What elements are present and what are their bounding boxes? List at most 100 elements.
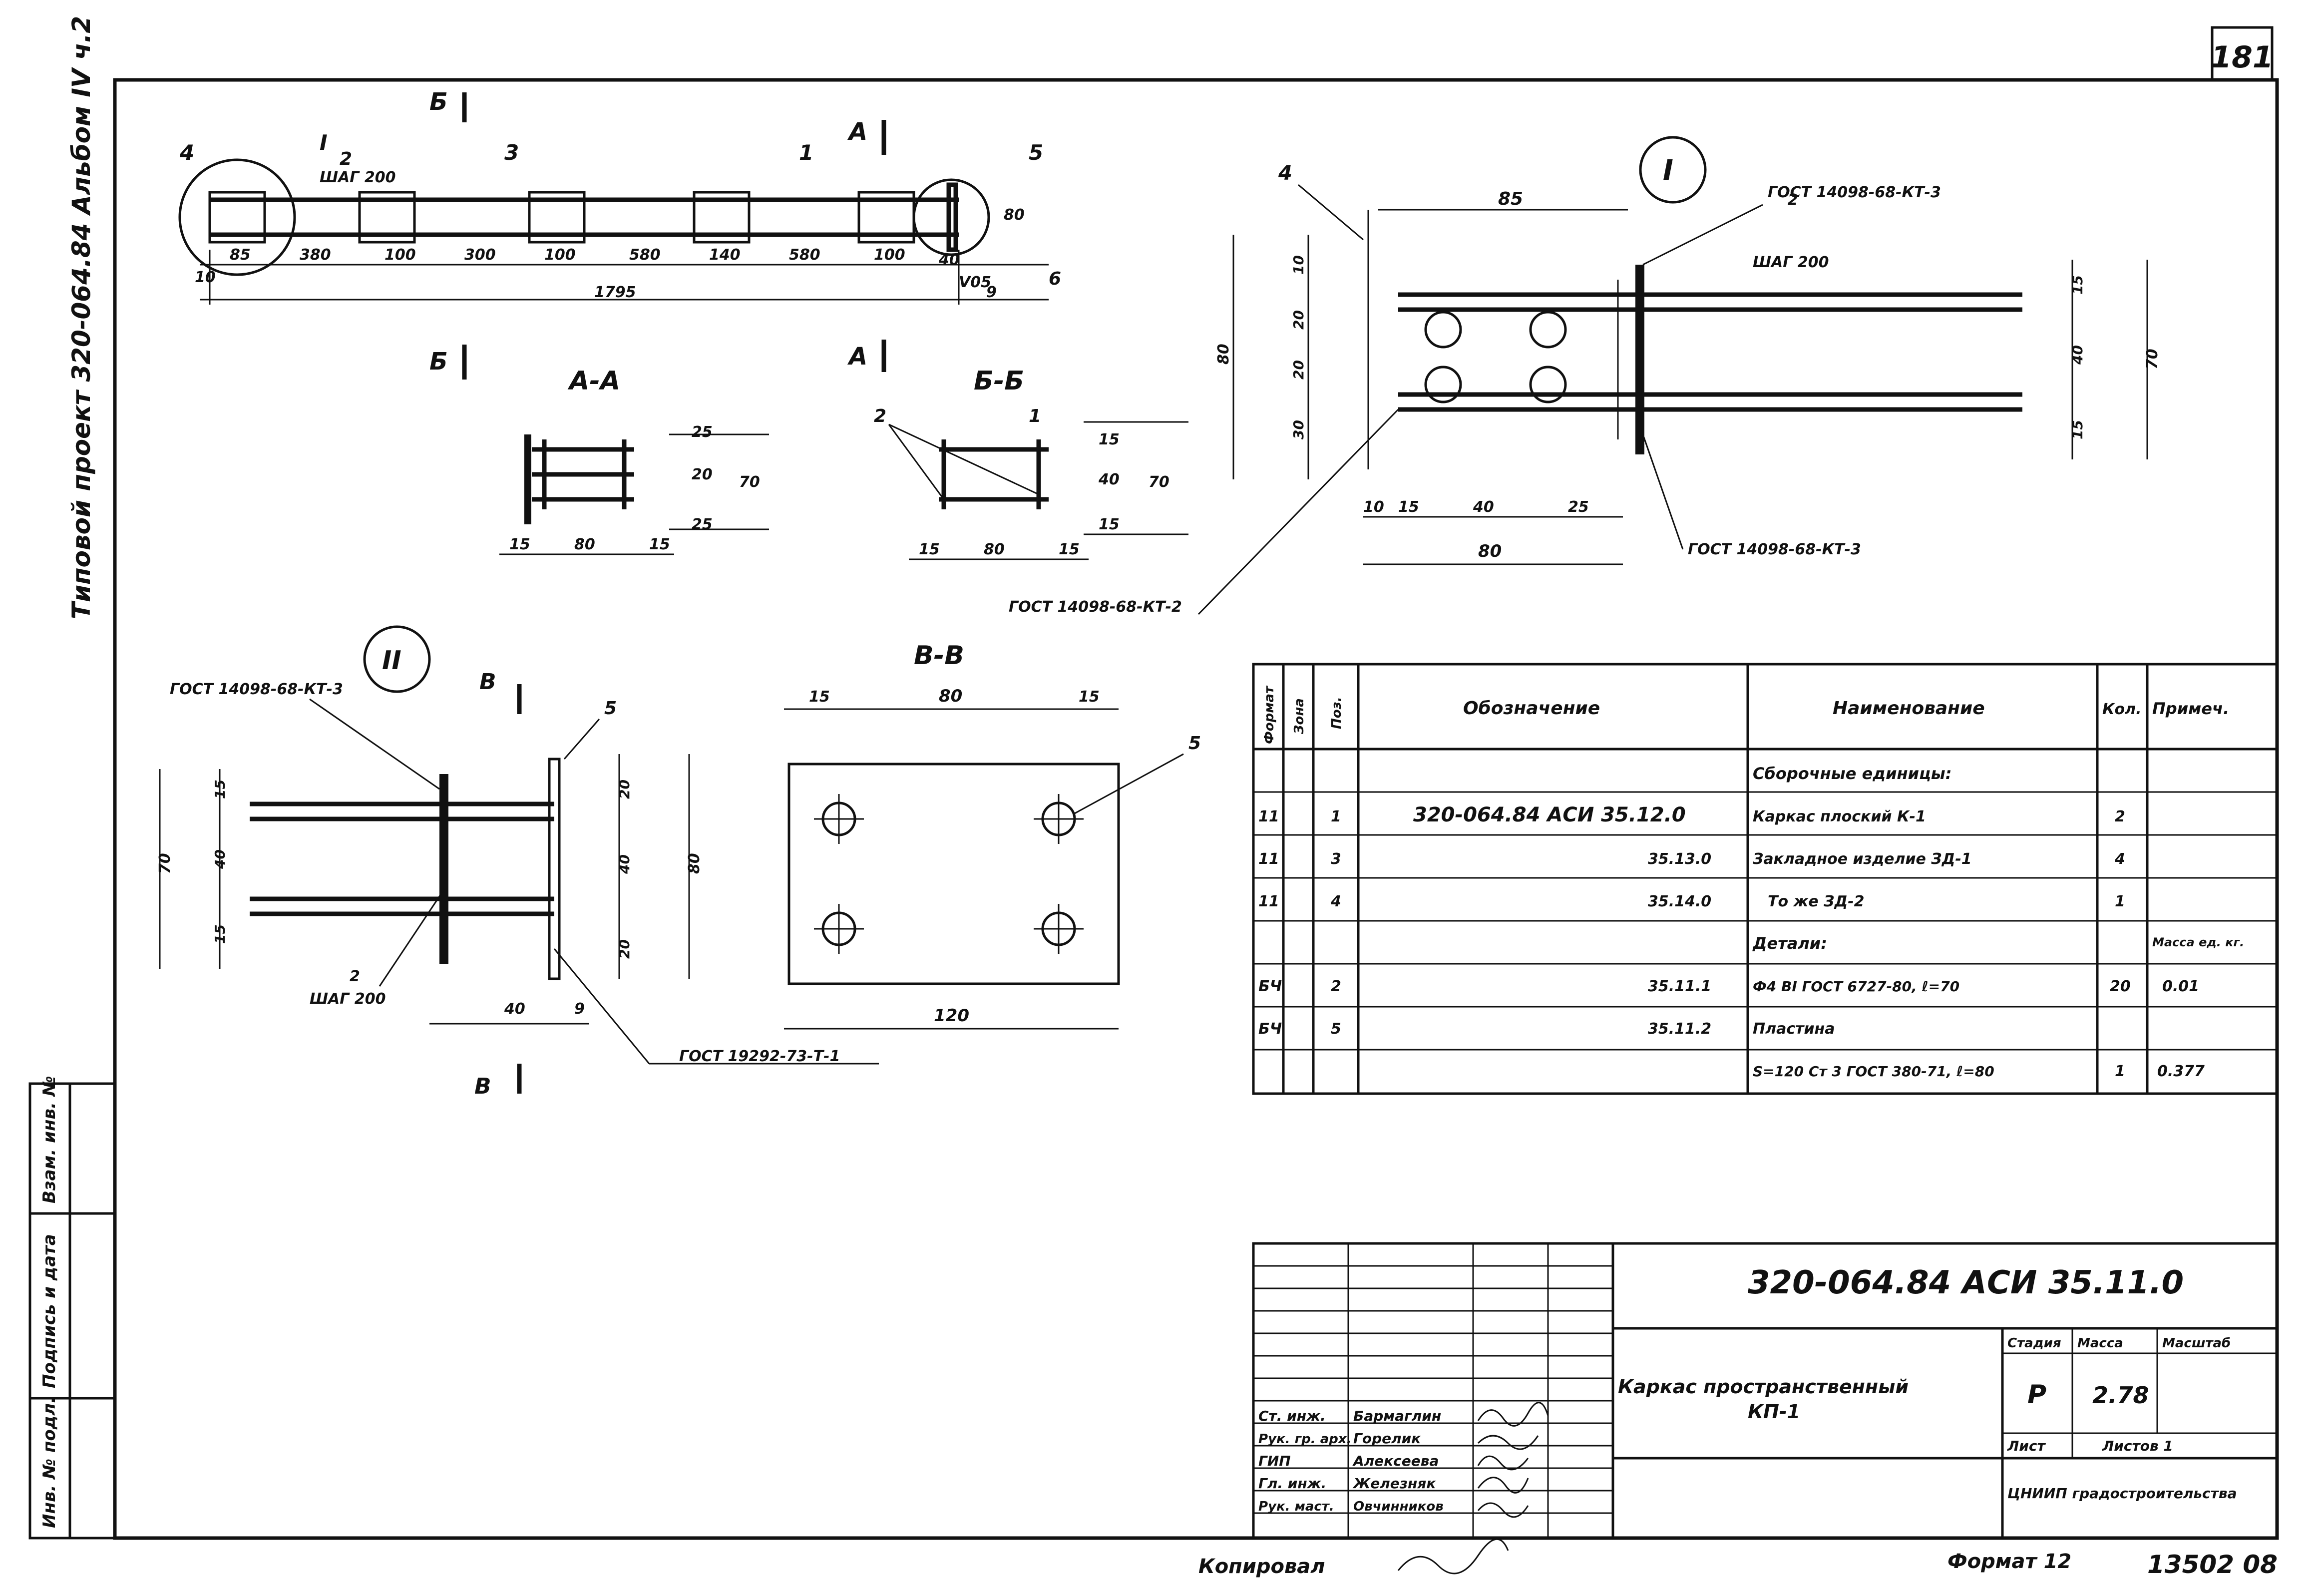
spec-row3-qty: 4 xyxy=(2114,850,2125,868)
detail-2-callout-circle xyxy=(912,178,990,256)
staff-name-3: Алексеева xyxy=(1352,1453,1439,1469)
spec-row6-qty: 20 xyxy=(2110,978,2131,995)
signature-4 xyxy=(1477,1477,1529,1494)
plan-dim-80: 80 xyxy=(1004,206,1025,224)
plan-label-6: 6 xyxy=(1049,269,1061,289)
title-sheet: Лист xyxy=(2007,1438,2046,1454)
side-stamp-columns-outer xyxy=(28,1082,71,1540)
cut-mark-b-bottom: Б xyxy=(429,348,448,376)
spec-header-qty: Кол. xyxy=(2102,701,2142,718)
section-bb-dim-right-b: 15 xyxy=(1059,541,1080,558)
detail-1-title-circle xyxy=(1639,136,1707,204)
spec-row4-pos: 4 xyxy=(1330,893,1341,910)
plan-view: 4 I 2 ШАГ 200 3 1 5 6 Б Б А А 10 85 380 … xyxy=(178,88,1061,380)
detail-2-gost-plate: ГОСТ 19292-73-Т-1 xyxy=(679,1048,840,1065)
plan-dim-100a: 100 xyxy=(385,246,416,264)
plan-label-1: 1 xyxy=(799,140,813,165)
detail-1-gost-bottom: ГОСТ 14098-68-КТ-3 xyxy=(1688,541,1861,558)
plan-dim-9: 9 xyxy=(986,284,997,301)
title-stage-value: Р xyxy=(2027,1380,2046,1410)
spec-row6-name: Ф4 ВI ГОСТ 6727-80, ℓ=70 xyxy=(1753,978,1959,995)
detail-1-dim-h2: 15 xyxy=(1398,498,1419,516)
detail-1-dim-total: 80 xyxy=(1478,541,1502,561)
spec-row5-name: Детали: xyxy=(1752,934,1827,953)
detail-1-dim-v-outer: 80 xyxy=(1215,344,1232,365)
spec-row5-note: Масса ед. кг. xyxy=(2152,935,2244,949)
title-doc-code: 320-064.84 АСИ 35.11.0 xyxy=(1748,1264,2184,1301)
side-col-inv: Инв. № подл. xyxy=(39,1397,59,1528)
detail-2-cut-v-bottom: В xyxy=(474,1074,491,1099)
staff-role-5: Рук. маст. xyxy=(1258,1499,1334,1514)
section-aa-dim-left: 15 xyxy=(509,536,530,553)
title-name-line1: Каркас пространственный xyxy=(1618,1376,1909,1398)
section-bb-label-2: 2 xyxy=(874,406,886,426)
detail-2-dim-r3: 20 xyxy=(616,939,633,959)
plan-dim-100b: 100 xyxy=(544,246,576,264)
detail-1-dim-h3: 40 xyxy=(1473,498,1494,516)
detail-1-label-4: 4 xyxy=(1278,162,1292,185)
spec-row2-pos: 1 xyxy=(1331,808,1341,825)
section-bb-dim-right: 70 xyxy=(1149,473,1169,491)
detail-1-dim-r2: 40 xyxy=(2069,345,2086,365)
plan-label-3: 3 xyxy=(504,140,519,165)
plate-hole-2 xyxy=(1034,794,1084,844)
spec-header-name: Наименование xyxy=(1833,698,1985,719)
section-vv-dim-center: 80 xyxy=(939,686,962,706)
spec-row1-name: Сборочные единицы: xyxy=(1753,764,1952,783)
detail-2-dim-l2: 40 xyxy=(212,849,228,869)
spec-row7-name: Пластина xyxy=(1753,1020,1835,1038)
spec-row3-name: Закладное изделие ЗД-1 xyxy=(1752,850,1972,868)
section-vv-dim-right: 15 xyxy=(1079,688,1100,706)
staff-role-3: ГИП xyxy=(1258,1453,1291,1469)
copier-signature xyxy=(1397,1538,1509,1575)
detail-2-pitch: ШАГ 200 xyxy=(310,990,386,1008)
spec-row6-note: 0.01 xyxy=(2162,978,2199,995)
detail-1-dim-top: 85 xyxy=(1498,189,1523,209)
section-aa-dim-top: 25 xyxy=(692,423,713,441)
side-stamp-columns xyxy=(68,1082,116,1540)
title-block: 320-064.84 АСИ 35.11.0 Каркас пространст… xyxy=(1252,1242,2279,1540)
embedded-part-4 xyxy=(693,191,751,244)
plan-dim-580a: 580 xyxy=(629,246,661,264)
detail-2-title-circle xyxy=(363,625,431,693)
spec-header-note: Примеч. xyxy=(2152,699,2229,718)
spec-row4-name: То же ЗД-2 xyxy=(1768,893,1865,910)
staff-role-4: Гл. инж. xyxy=(1258,1475,1326,1492)
title-sheets: Листов 1 xyxy=(2102,1438,2173,1454)
cut-mark-a-top: А xyxy=(847,118,867,146)
plate-hole-1 xyxy=(814,794,864,844)
plan-label-circle-I: I xyxy=(320,130,328,155)
plan-dim-140: 140 xyxy=(709,246,741,264)
embedded-part-2 xyxy=(358,191,416,244)
section-aa-dim-right: 70 xyxy=(739,473,760,491)
section-bb-dim-center: 80 xyxy=(984,541,1005,558)
detail-1-gost-top: ГОСТ 14098-68-КТ-3 xyxy=(1768,184,1941,201)
section-aa-dim-bottom: 25 xyxy=(692,516,713,533)
spec-row7-designation: 35.11.2 xyxy=(1648,1020,1711,1038)
section-bb-dim-bottom: 15 xyxy=(1099,516,1120,533)
title-col-stage: Стадия xyxy=(2007,1336,2061,1351)
staff-role-1: Ст. инж. xyxy=(1258,1408,1326,1424)
detail-1-dim-r1: 15 xyxy=(2069,275,2086,295)
detail-1-title: I xyxy=(1663,154,1673,187)
section-bb-title: Б-Б xyxy=(974,366,1024,396)
detail-2-dim-r1: 20 xyxy=(616,780,633,799)
section-aa-dim-mid: 20 xyxy=(692,466,713,483)
title-org: ЦНИИП градостроительства xyxy=(2007,1485,2237,1502)
cut-mark-a-bottom: А xyxy=(847,343,867,371)
staff-name-2: Горелик xyxy=(1353,1430,1421,1447)
side-col-replace: Взам. инв. № xyxy=(39,1076,59,1203)
spec-row3-pos: 3 xyxy=(1331,850,1341,868)
section-bb-dim-mid: 40 xyxy=(1098,471,1120,488)
detail-2-dim-l-total: 70 xyxy=(156,853,174,874)
spec-row2-qty: 2 xyxy=(2115,808,2125,825)
signature-5 xyxy=(1477,1502,1529,1518)
spec-row8-qty: 1 xyxy=(2115,1063,2125,1080)
spec-row4-designation: 35.14.0 xyxy=(1648,893,1711,910)
section-vv-dim-left: 15 xyxy=(809,688,830,706)
detail-2-dim-r-total: 80 xyxy=(686,853,703,874)
section-vv-dim-total: 120 xyxy=(934,1006,969,1026)
detail-1-callout-circle xyxy=(178,158,296,276)
detail-2-dim-bottom2: 9 xyxy=(574,1000,585,1018)
plan-dim-40: 40 xyxy=(938,251,960,269)
